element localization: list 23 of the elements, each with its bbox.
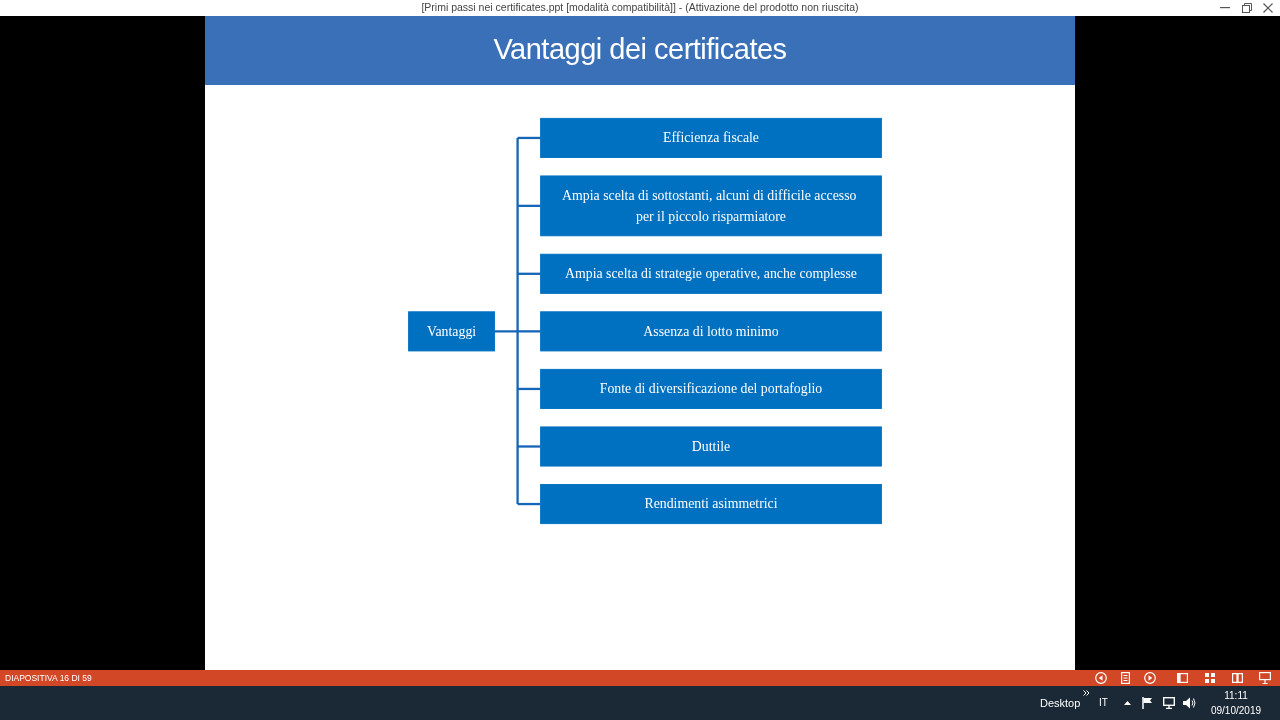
connector-line	[493, 136, 519, 506]
connector-line	[517, 502, 541, 506]
connector-line	[517, 387, 541, 391]
taskbar-label: Desktop	[1040, 697, 1081, 710]
connector-line	[517, 330, 541, 333]
slide-counter: DIAPOSITIVA 16 DI 59	[5, 673, 92, 683]
connector-line	[517, 445, 541, 448]
process-box: Ampia scelta di sottostanti, alcuni di difficile accesso per il piccolo risparmiatore	[540, 175, 882, 237]
slide-title: Vantaggi dei certificates	[493, 32, 787, 66]
process-box: Vantaggi	[408, 311, 495, 352]
process-box: Ampia scelta di strategie operative, anche complesse	[540, 253, 882, 294]
language-indicator: IT	[1099, 697, 1108, 709]
clock-time: 11:11	[1224, 690, 1248, 702]
process-box: Efficienza fiscale	[540, 117, 882, 158]
connector-line	[517, 272, 541, 275]
process-box: Assenza di lotto minimo	[540, 311, 882, 352]
clock-date: 09/10/2019	[1210, 705, 1262, 717]
process-box: Fonte di diversificazione del portafoglio	[540, 368, 882, 409]
window-title: [Primi passi nei certificates.ppt [modalità compatibilità]] - (Attivazione del prodotto non riuscita)	[421, 1, 859, 14]
process-box: Duttile	[540, 426, 882, 467]
connector-line	[517, 204, 541, 207]
process-box: Rendimenti asimmetrici	[540, 484, 882, 525]
connector-line	[517, 136, 541, 140]
